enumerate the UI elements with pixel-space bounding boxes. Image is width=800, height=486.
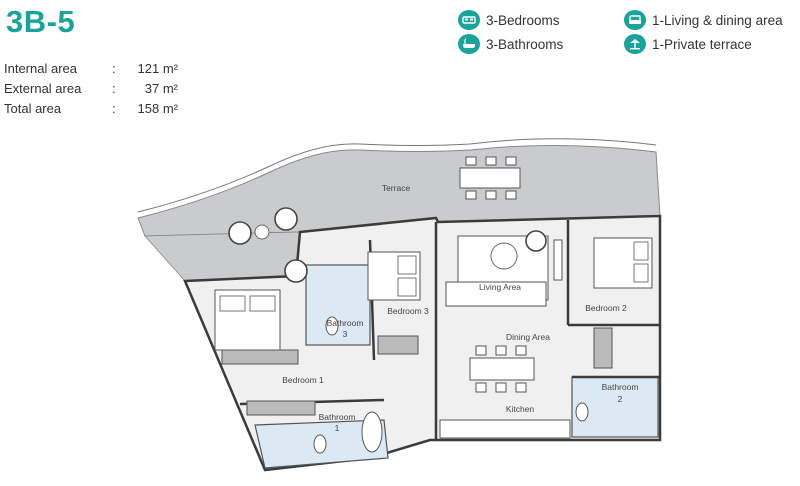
legend-label: 3-Bathrooms (486, 36, 564, 52)
terrace-floor-lower (144, 231, 301, 282)
area-label: External area (4, 80, 82, 96)
bed-pillow (249, 295, 276, 312)
legend-label: 1-Private terrace (652, 36, 752, 52)
bedroom-3-wardrobe (377, 335, 419, 355)
room-label-terrace: Terrace (382, 183, 411, 193)
toilet (575, 402, 589, 422)
legend-bedrooms: 3-Bedrooms (458, 10, 560, 30)
armchair (525, 230, 547, 252)
area-row-total: Total area : 158 m² (4, 98, 178, 118)
bed-icon (458, 10, 480, 30)
toilet (313, 434, 327, 454)
room-label-bedroom-1: Bedroom 1 (282, 375, 324, 385)
bedroom-2-wardrobe (593, 327, 613, 369)
area-label: Internal area (4, 60, 77, 76)
tv-unit (553, 239, 563, 281)
bathroom-3-floor (305, 264, 371, 346)
bed-pillow (397, 277, 417, 297)
terrace-chairs (465, 156, 517, 200)
legend-living: 1-Living & dining area (624, 10, 783, 30)
room-label-bedroom-3: Bedroom 3 (387, 306, 429, 316)
area-separator: : (112, 100, 116, 116)
bed-pillow (397, 255, 417, 275)
terrace-icon (624, 34, 646, 54)
terrace-railing (137, 138, 657, 213)
room-label-bathroom-3-number: 3 (343, 329, 348, 339)
sofa (445, 281, 547, 307)
dining-table (469, 357, 535, 381)
room-label-bathroom-2-number: 2 (618, 394, 623, 404)
room-label-living: Living Area (479, 282, 521, 292)
bedroom-1-closet (246, 400, 316, 416)
legend-label: 3-Bedrooms (486, 12, 560, 28)
area-value: 158 m² (137, 100, 178, 116)
area-separator: : (112, 80, 116, 96)
legend-label: 1-Living & dining area (652, 12, 783, 28)
kitchen-counter (439, 419, 571, 439)
unit-title: 3B-5 (6, 4, 76, 39)
lounge-chairs (228, 207, 308, 283)
bed-pillow (633, 241, 649, 261)
bedroom-1-wardrobe (221, 349, 299, 365)
dining-chairs (475, 345, 527, 393)
room-label-bathroom-3: Bathroom (327, 318, 364, 328)
area-label: Total area (4, 100, 62, 116)
area-separator: : (112, 60, 116, 76)
room-label-bedroom-2: Bedroom 2 (585, 303, 627, 313)
coffee-table (490, 242, 518, 270)
room-label-bathroom-1: Bathroom (319, 412, 356, 422)
terrace-table (459, 167, 521, 189)
bathtub (361, 411, 383, 453)
terrace-floor (137, 144, 661, 237)
room-label-kitchen: Kitchen (506, 404, 535, 414)
bed-pillow (219, 295, 246, 312)
legend-terrace: 1-Private terrace (624, 34, 752, 54)
bathtub-icon (458, 34, 480, 54)
area-row-external: External area : 37 m² (4, 78, 178, 98)
room-label-dining: Dining Area (506, 332, 550, 342)
legend-bathrooms: 3-Bathrooms (458, 34, 563, 54)
toilet (325, 316, 339, 336)
bed-pillow (633, 263, 649, 283)
sofa-icon (624, 10, 646, 30)
area-value: 121 m² (137, 60, 178, 76)
room-label-bathroom-1-number: 1 (335, 423, 340, 433)
area-row-internal: Internal area : 121 m² (4, 58, 178, 78)
area-value: 37 m² (144, 80, 178, 96)
area-summary: Internal area : 121 m² External area : 3… (4, 58, 178, 118)
room-label-bathroom-2: Bathroom (602, 382, 639, 392)
